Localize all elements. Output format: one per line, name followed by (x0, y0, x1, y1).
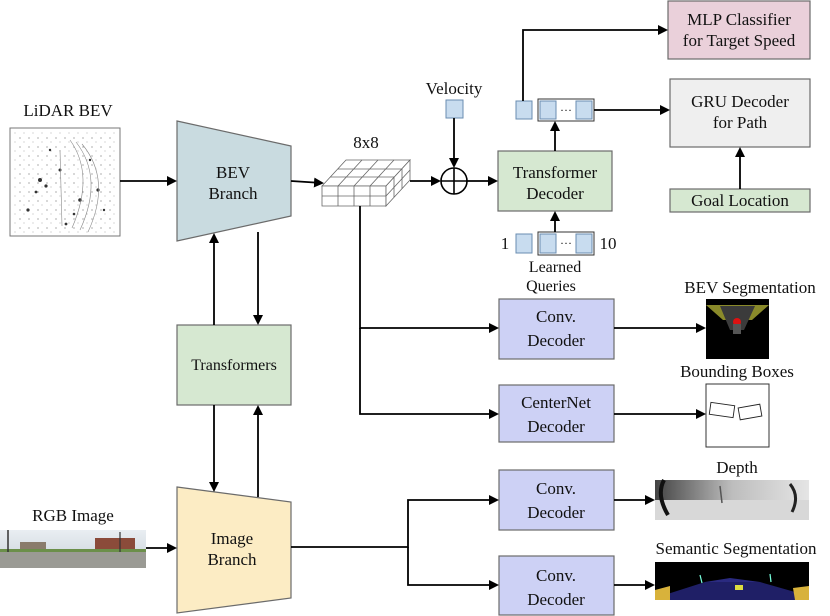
image-branch-label-line2: Branch (207, 550, 257, 569)
transformer-decoder-label-line1: Transformer (513, 163, 598, 182)
edge-grid-to-centernet (359, 328, 499, 419)
transformer-decoder-label-line2: Decoder (526, 184, 584, 203)
edge-image-to-depth-decoder (291, 495, 499, 548)
mlp-label-line2: for Target Speed (683, 31, 796, 50)
conv-decoder-depth-label-line2: Decoder (527, 503, 585, 522)
bev-branch-label-line2: Branch (208, 184, 258, 203)
transformer-decoder-block: Transformer Decoder (497, 150, 613, 212)
conv-decoder-bev-label-line2: Decoder (527, 331, 585, 350)
learned-queries: 1 ··· 10 Learned Queries (501, 231, 617, 295)
bounding-boxes-label: Bounding Boxes (680, 362, 794, 381)
semantic-segmentation-label: Semantic Segmentation (656, 539, 817, 558)
conv-decoder-semantic-label-line1: Conv. (536, 566, 576, 585)
learned-queries-label-line2: Queries (526, 278, 576, 295)
edge-grid-to-conv-decoder (359, 206, 499, 333)
lidar-bev-image (9, 127, 121, 237)
image-branch-label-line1: Image (211, 529, 253, 548)
gru-decoder-block: GRU Decoder for Path (669, 78, 811, 148)
goal-location-block: Goal Location (669, 188, 811, 213)
bev-branch-block: BEV Branch (176, 120, 292, 242)
transformers-label: Transformers (191, 357, 277, 374)
velocity-token (445, 99, 464, 119)
edge-bev-to-grid (290, 177, 324, 188)
conv-decoder-depth-label-line1: Conv. (536, 479, 576, 498)
lidar-bev-label: LiDAR BEV (23, 101, 113, 120)
bev-segmentation-label: BEV Segmentation (684, 278, 816, 297)
goal-location-label: Goal Location (691, 191, 789, 210)
edge-image-to-semantic-decoder (407, 547, 499, 590)
conv-decoder-semantic-label-line2: Decoder (527, 590, 585, 609)
queries-start-index: 1 (501, 234, 510, 253)
centernet-label-line2: Decoder (527, 417, 585, 436)
bev-branch-label-line1: BEV (216, 163, 251, 182)
image-branch-block: Image Branch (176, 486, 292, 614)
grid-size-label: 8x8 (353, 133, 379, 152)
depth-label: Depth (716, 458, 758, 477)
queries-end-index: 10 (600, 234, 617, 253)
gru-label-line1: GRU Decoder (691, 92, 789, 111)
mlp-label-line1: MLP Classifier (687, 10, 791, 29)
conv-decoder-semantic-block: Conv. Decoder (498, 555, 615, 616)
sum-node (440, 167, 468, 195)
gru-label-line2: for Path (713, 113, 768, 132)
conv-decoder-bev-label-line1: Conv. (536, 307, 576, 326)
bev-segmentation-image (706, 299, 769, 359)
semantic-segmentation-image (655, 562, 809, 600)
output-tokens-ellipsis: ··· (560, 103, 572, 117)
rgb-image-label: RGB Image (32, 506, 114, 525)
centernet-decoder-block: CenterNet Decoder (498, 384, 615, 443)
rgb-image (0, 530, 146, 568)
transformers-block: Transformers (176, 324, 292, 406)
conv-decoder-depth-block: Conv. Decoder (498, 469, 615, 531)
feature-grid (321, 158, 411, 208)
edges (120, 25, 745, 590)
output-tokens: ··· (515, 98, 595, 122)
velocity-label: Velocity (426, 79, 483, 98)
bounding-boxes-image (705, 383, 770, 448)
edge-tokens-to-mlp (522, 25, 668, 101)
mlp-classifier-block: MLP Classifier for Target Speed (667, 0, 811, 60)
depth-image (655, 479, 809, 520)
conv-decoder-bev-block: Conv. Decoder (498, 298, 615, 360)
centernet-label-line1: CenterNet (521, 393, 591, 412)
learned-queries-label-line1: Learned (529, 259, 581, 276)
queries-ellipsis: ··· (560, 236, 572, 250)
